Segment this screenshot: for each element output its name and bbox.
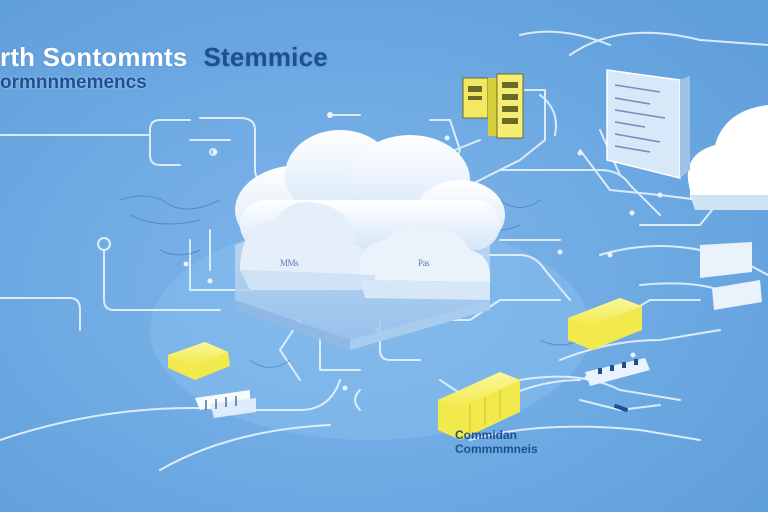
subline: ormnnmemencs	[0, 72, 147, 93]
server-rack-icon	[462, 73, 524, 139]
yellow-block-icon	[438, 372, 520, 440]
headline: rth Sontommts Stemmice	[0, 42, 328, 73]
caption: Commidan Commmmneis	[455, 428, 538, 456]
left-cloud-label: MMs	[280, 258, 299, 268]
headline-part-1: rth Sontommts	[0, 42, 188, 72]
yellow-block-icon	[568, 298, 642, 350]
device-icon	[585, 358, 650, 386]
front-clouds	[240, 202, 491, 300]
yellow-block-icon	[168, 342, 230, 380]
small-screen-icon	[700, 242, 762, 310]
right-cloud	[687, 105, 768, 210]
chip-pins	[205, 396, 237, 410]
right-cloud-label: Pas	[418, 258, 430, 268]
dashboard-panel-icon	[606, 69, 690, 179]
chip-glyph-icon	[195, 390, 256, 418]
headline-part-2: Stemmice	[203, 42, 328, 72]
connector-icon	[613, 403, 629, 413]
